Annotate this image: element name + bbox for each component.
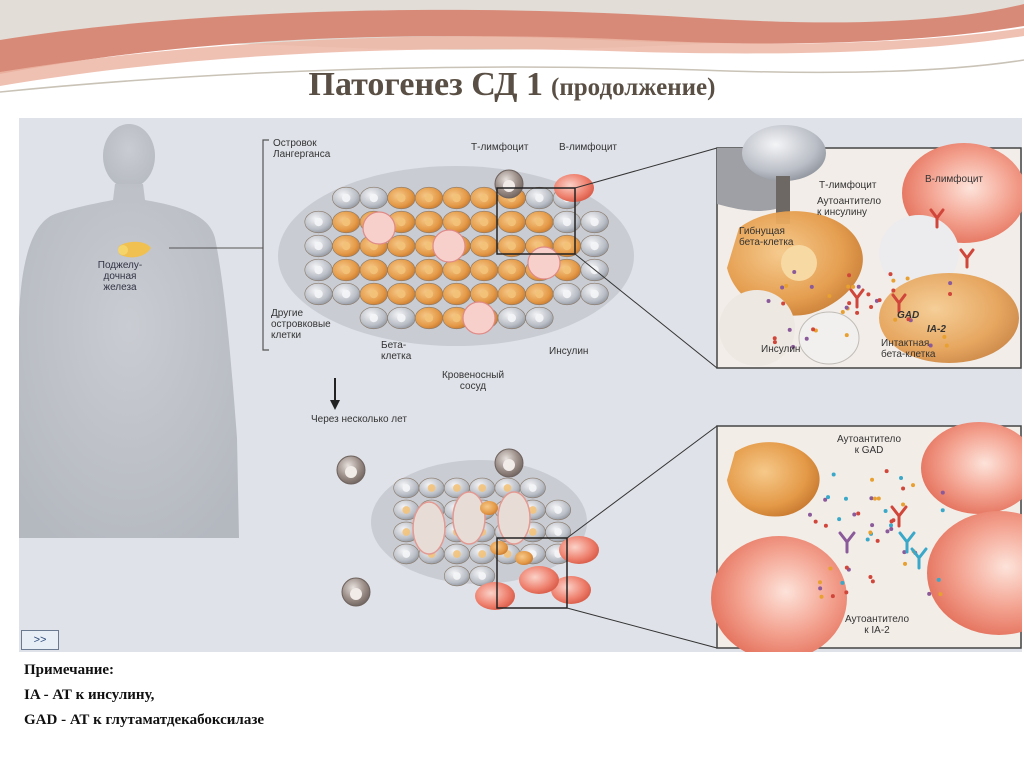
- antibody-icon: [890, 505, 908, 528]
- label-other-cells-text: Другие островковые клетки: [271, 308, 331, 341]
- antibody-icon: [891, 293, 907, 314]
- notes-line-gad: GAD - АТ к глутаматдекабоксилазе: [24, 712, 265, 728]
- pathogenesis-figure: Поджелу- дочная железа Островок Лангерга…: [19, 118, 1022, 652]
- notes-block: Примечание: IA - АТ к инсулину, GAD - АТ…: [24, 658, 264, 733]
- antibody-icon: [929, 208, 945, 229]
- zoom-label-autoantibody-ia2-text: Аутоантитело к IA-2: [844, 614, 910, 636]
- title-sub: (продолжение): [551, 74, 716, 101]
- zoom-label-autoantibody-insulin: Аутоантитело к инсулину: [817, 196, 881, 218]
- label-other-cells: Другие островковые клетки: [271, 308, 331, 341]
- label-beta-cell-text: Бета- клетка: [381, 340, 412, 362]
- zoom-label-insulin: Инсулин: [761, 344, 801, 355]
- label-pancreas-text: Поджелу- дочная железа: [97, 260, 143, 293]
- blood-vessel: [462, 301, 496, 335]
- title-main: Патогенез СД 1: [308, 66, 544, 103]
- b-lymphocyte-icon: [475, 582, 515, 610]
- antibody-icon: [838, 531, 856, 554]
- label-insulin: Инсулин: [549, 346, 589, 357]
- zoom-region-lower: [496, 537, 568, 609]
- blood-vessel: [412, 501, 446, 555]
- pathogenesis-illustration: [19, 124, 1022, 652]
- antibody-icon: [959, 248, 975, 269]
- zoom-label-ia2: IA-2: [927, 324, 946, 335]
- label-t-lymphocyte: Т-лимфоцит: [471, 142, 529, 153]
- antibody-icon: [910, 547, 928, 570]
- b-lymphocyte-icon: [551, 576, 591, 604]
- blood-vessel: [497, 491, 531, 545]
- human-silhouette-icon: [19, 124, 239, 538]
- label-b-lymphocyte: В-лимфоцит: [559, 142, 617, 153]
- slide-title: Патогенез СД 1 (продолжение): [0, 66, 1024, 104]
- zoom-label-dying-beta-text: Гибнущая бета-клетка: [739, 226, 794, 248]
- zoom-label-dying-beta: Гибнущая бета-клетка: [739, 226, 794, 248]
- label-islet: Островок Лангерганса: [273, 138, 330, 160]
- lower-lymphocytes: [336, 448, 599, 610]
- label-pancreas: Поджелу- дочная железа: [85, 260, 155, 293]
- zoom-label-intact-beta-text: Интактная бета-клетка: [881, 338, 936, 360]
- antibody-icon: [898, 531, 916, 554]
- zoom-label-autoantibody-insulin-text: Аутоантитело к инсулину: [817, 196, 882, 218]
- zoom-label-autoantibody-gad-text: Аутоантитело к GAD: [836, 434, 902, 456]
- zoom-region-upper: [496, 187, 576, 255]
- blood-vessel: [452, 491, 486, 545]
- label-years-later: Через несколько лет: [311, 414, 407, 425]
- label-beta-cell: Бета- клетка: [381, 340, 411, 362]
- decorative-swoosh: [0, 0, 1024, 93]
- label-blood-vessel: Кровеносный сосуд: [433, 370, 513, 392]
- zoom-panel-lower: [711, 422, 1022, 652]
- blood-vessel: [362, 211, 396, 245]
- b-lymphocyte-icon: [559, 536, 599, 564]
- notes-line-ia: IA - АТ к инсулину,: [24, 687, 155, 703]
- islet-of-langerhans-damaged: [371, 460, 587, 587]
- zoom-panel-upper: [716, 125, 1022, 369]
- zoom-label-autoantibody-gad: Аутоантитело к GAD: [819, 434, 919, 456]
- zoom-label-t-lymphocyte: Т-лимфоцит: [819, 180, 877, 191]
- label-blood-vessel-text: Кровеносный сосуд: [441, 370, 505, 392]
- next-slide-button[interactable]: >>: [21, 630, 59, 650]
- zoom-label-b-lymphocyte: В-лимфоцит: [925, 174, 983, 185]
- label-islet-text: Островок Лангерганса: [273, 138, 331, 160]
- islet-of-langerhans-healthy: [278, 166, 634, 346]
- blood-vessel: [432, 229, 466, 263]
- zoom-label-gad: GAD: [897, 310, 920, 321]
- zoom-label-autoantibody-ia2: Аутоантитело к IA-2: [827, 614, 927, 636]
- antibody-icon: [849, 288, 865, 309]
- zoom-label-intact-beta: Интактная бета-клетка: [881, 338, 936, 360]
- t-lymphocyte-icon: [494, 169, 524, 199]
- blood-vessel: [527, 246, 561, 280]
- b-lymphocyte-icon: [519, 566, 559, 594]
- notes-heading: Примечание:: [24, 662, 115, 678]
